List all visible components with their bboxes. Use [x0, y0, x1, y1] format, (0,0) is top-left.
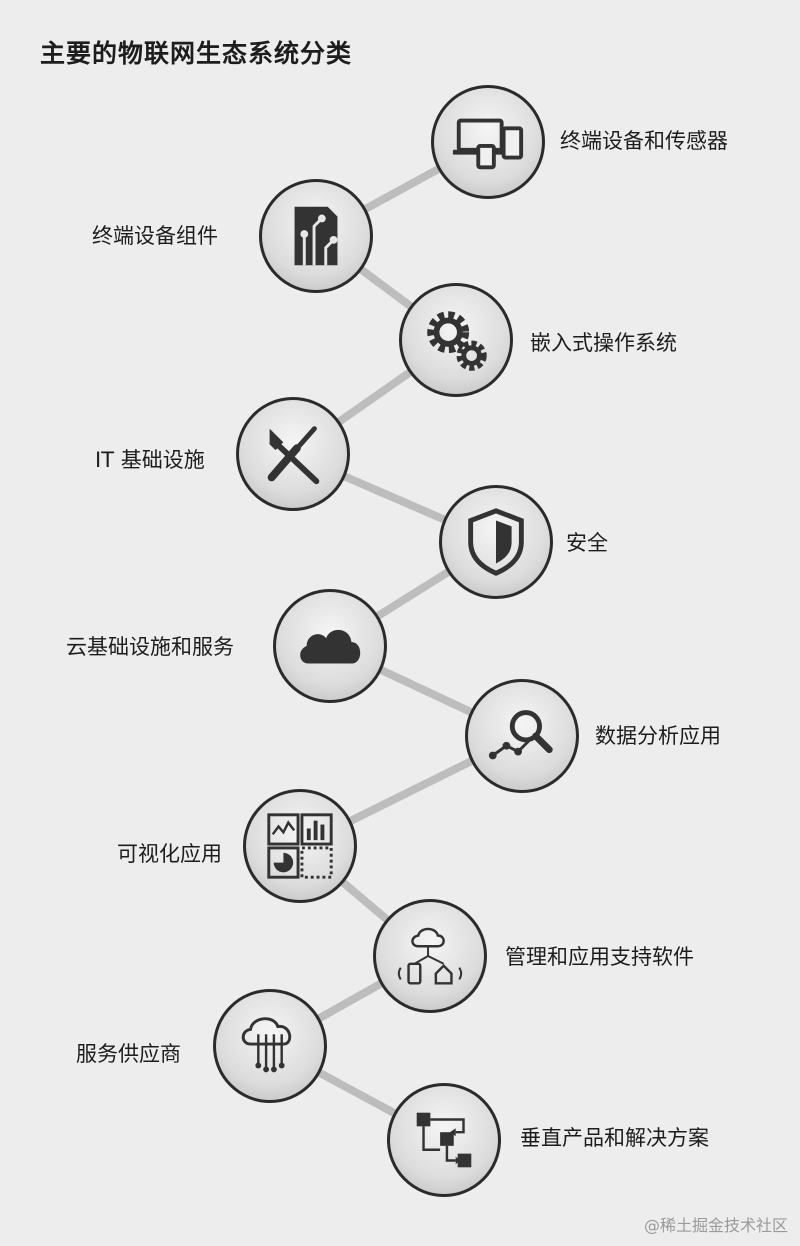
item-label: 安全: [566, 531, 608, 555]
item-label: IT 基础设施: [95, 448, 205, 472]
watermark: @稀土掘金技术社区: [643, 1216, 788, 1235]
node-security: [439, 485, 553, 599]
cloud-network-devices-icon: [397, 927, 463, 985]
node-service-providers: [213, 989, 327, 1103]
node-it-infrastructure: [236, 397, 350, 511]
magnifier-chart-icon: [488, 710, 553, 760]
gears-icon: [427, 311, 487, 371]
item-label: 终端设备组件: [92, 224, 218, 248]
item-label: 终端设备和传感器: [560, 129, 728, 153]
node-device-components: [259, 179, 373, 293]
node-devices: [431, 85, 545, 199]
item-label: 垂直产品和解决方案: [520, 1126, 709, 1150]
node-cloud: [273, 589, 387, 703]
node-data-analytics: [465, 679, 579, 793]
item-label: 管理和应用支持软件: [505, 945, 694, 969]
circuit-board-icon: [294, 206, 338, 266]
item-label: 服务供应商: [76, 1042, 181, 1066]
node-embedded-os: [399, 283, 513, 397]
flowchart-icon: [416, 1112, 472, 1168]
item-label: 云基础设施和服务: [66, 635, 234, 659]
shield-icon: [468, 508, 524, 576]
item-label: 可视化应用: [117, 842, 222, 866]
node-visualization: [243, 789, 357, 903]
page-title: 主要的物联网生态系统分类: [40, 39, 353, 68]
cloud-icon: [300, 629, 361, 664]
node-vertical-solutions: [387, 1083, 501, 1197]
dashboard-icon: [267, 813, 333, 879]
node-management-software: [373, 899, 487, 1013]
item-label: 嵌入式操作系统: [530, 331, 677, 355]
devices-icon: [452, 118, 524, 170]
wrench-screwdriver-icon: [267, 426, 320, 485]
cloud-connections-icon: [241, 1017, 292, 1073]
item-label: 数据分析应用: [595, 724, 721, 748]
